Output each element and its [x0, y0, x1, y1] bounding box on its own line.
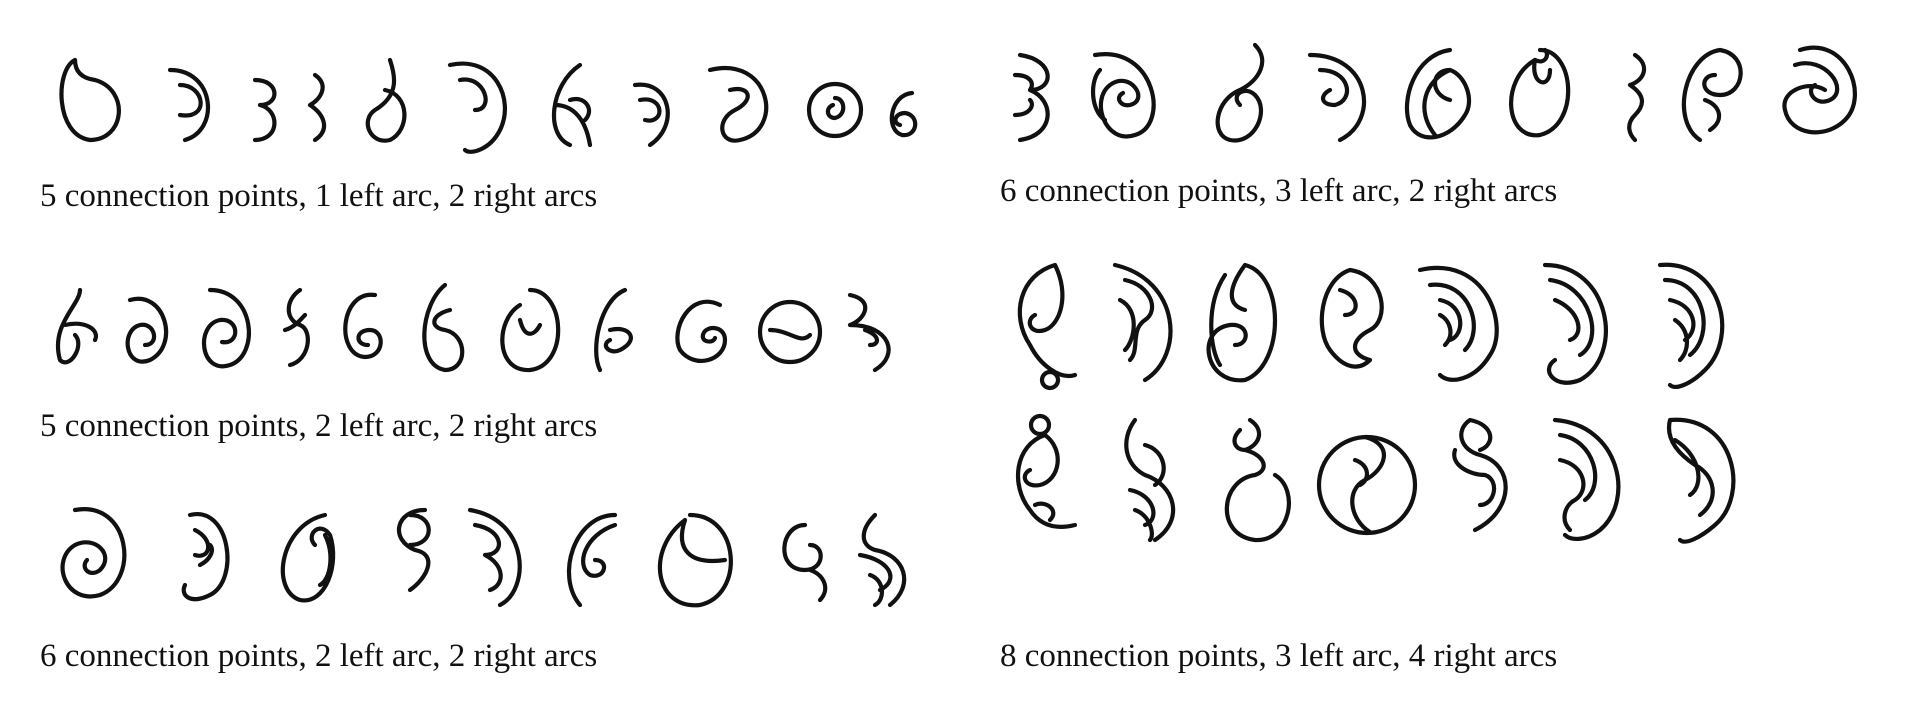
glyph: [1015, 413, 1078, 529]
glyph: [1417, 265, 1499, 382]
glyph: [125, 296, 169, 364]
glyph: [1307, 52, 1366, 143]
glyph: [447, 61, 507, 154]
glyph: [1681, 47, 1743, 143]
glyph-row: [1000, 25, 1880, 145]
glyph: [167, 67, 211, 143]
panel-caption: 6 connection points, 3 left arc, 2 right…: [1000, 173, 1558, 209]
glyph: [1224, 417, 1291, 543]
panel-8-points-3l-4r: 8 connection points, 3 left arc, 4 right…: [1000, 250, 1900, 700]
glyph: [396, 507, 431, 593]
glyph: [500, 287, 561, 373]
glyph: [181, 512, 230, 602]
glyph: [757, 299, 823, 365]
glyph: [307, 72, 327, 143]
glyph: [847, 292, 891, 373]
glyph: [1627, 52, 1647, 143]
glyph: [1782, 45, 1857, 135]
glyph: [1404, 47, 1472, 140]
glyph: [1552, 417, 1621, 541]
glyph: [1509, 47, 1571, 138]
glyph: [782, 522, 828, 603]
glyph: [365, 57, 407, 143]
glyph: [566, 512, 618, 608]
glyph: [1112, 262, 1173, 383]
glyph: [1316, 434, 1418, 536]
panel-caption: 5 connection points, 2 left arc, 2 right…: [40, 408, 598, 444]
panel-caption: 8 connection points, 3 left arc, 4 right…: [1000, 638, 1558, 674]
glyph: [1124, 417, 1176, 543]
glyph: [806, 81, 864, 139]
glyph: [280, 512, 336, 603]
panel-5-points-2l-2r: 5 connection points, 2 left arc, 2 right…: [40, 255, 940, 455]
panel-caption: 5 connection points, 1 left arc, 2 right…: [40, 178, 598, 214]
glyph: [857, 512, 907, 608]
glyph: [1666, 417, 1736, 544]
glyph-row: [40, 255, 920, 375]
glyph: [1657, 262, 1725, 389]
glyph: [1091, 52, 1156, 139]
glyph: [282, 287, 310, 368]
glyph: [707, 66, 769, 143]
glyph: [252, 77, 277, 143]
glyph: [1542, 262, 1608, 385]
panel-6-points-3l-2r: 6 connection points, 3 left arc, 2 right…: [1000, 25, 1900, 225]
glyph: [56, 287, 99, 365]
glyph: [594, 287, 633, 373]
glyph: [1017, 262, 1078, 391]
glyph: [1012, 52, 1050, 143]
glyph: [657, 512, 733, 608]
glyph-row: [40, 480, 920, 610]
glyph: [632, 82, 670, 148]
glyph: [422, 282, 465, 373]
glyph: [59, 57, 121, 143]
glyph: [1452, 417, 1508, 533]
glyph: [889, 90, 918, 138]
glyph: [551, 62, 593, 148]
glyph: [1215, 42, 1265, 143]
glyph: [201, 287, 252, 369]
glyph-row: [1000, 405, 1900, 555]
glyph-row: [1000, 250, 1900, 400]
glyph-row: [40, 30, 920, 154]
glyph: [60, 507, 127, 599]
glyph: [467, 507, 522, 608]
glyph: [1206, 262, 1278, 383]
glyph: [343, 292, 383, 360]
glyph: [1319, 267, 1384, 369]
panel-5-points-1l-2r: 5 connection points, 1 left arc, 2 right…: [40, 30, 940, 230]
glyph: [675, 299, 728, 363]
panel-caption: 6 connection points, 2 left arc, 2 right…: [40, 638, 598, 674]
panel-6-points-2l-2r: 6 connection points, 2 left arc, 2 right…: [40, 480, 940, 690]
